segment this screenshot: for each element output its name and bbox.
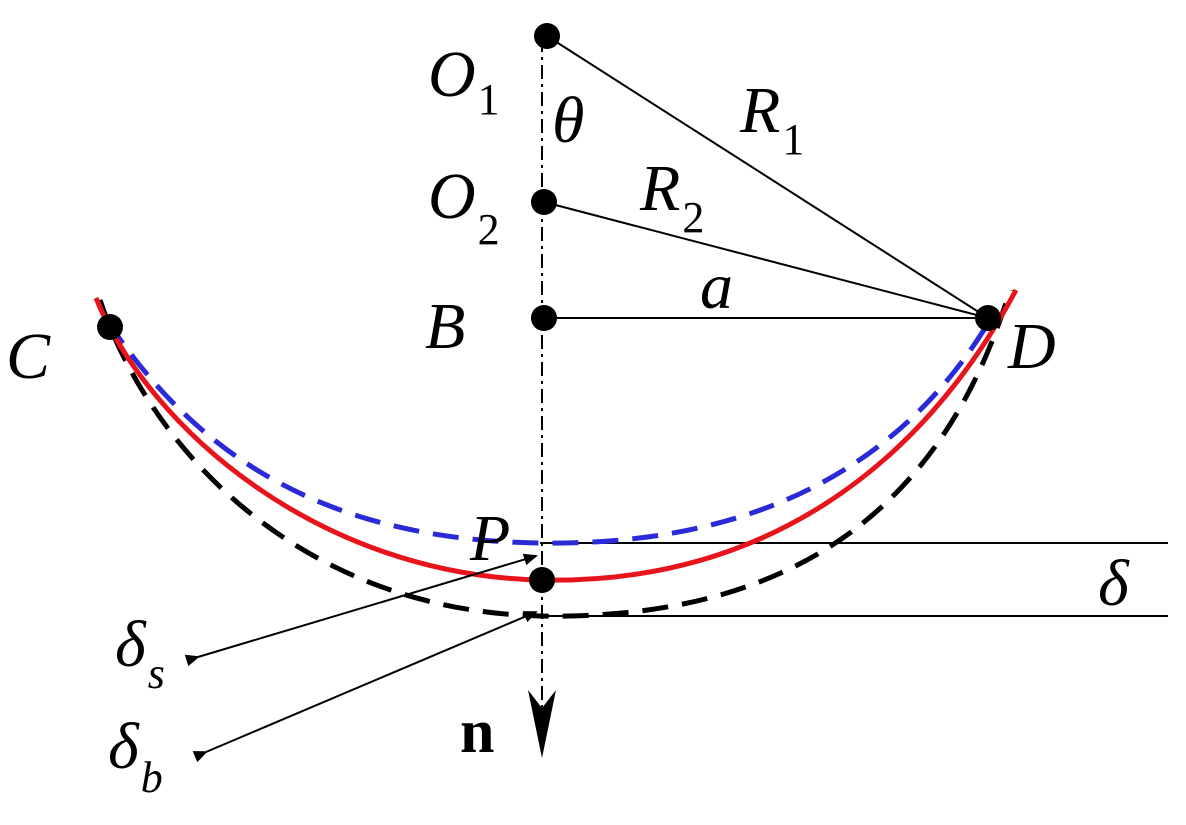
label-delta: δ xyxy=(1098,547,1130,620)
label-O1: O1 xyxy=(428,38,500,124)
point-P xyxy=(529,567,555,593)
label-D: D xyxy=(1007,310,1056,383)
line-O2-D xyxy=(543,201,989,319)
black-dashed-curve xyxy=(97,289,1013,619)
point-B xyxy=(531,305,557,331)
label-a: a xyxy=(700,250,733,323)
label-R2: R2 xyxy=(639,152,704,242)
label-delta-b: δb xyxy=(108,710,163,802)
label-delta-s: δs xyxy=(115,608,165,698)
point-C xyxy=(97,314,123,340)
label-theta: θ xyxy=(552,84,584,157)
label-n: n xyxy=(460,698,494,766)
point-O1 xyxy=(534,23,560,49)
red-solid-curve xyxy=(93,288,1019,583)
point-O2 xyxy=(531,189,557,215)
n-arrow-head xyxy=(528,690,556,758)
label-O2: O2 xyxy=(428,160,500,254)
label-B: B xyxy=(425,290,465,363)
delta-b-arrow xyxy=(192,611,538,763)
label-C: C xyxy=(6,320,51,393)
label-R1: R1 xyxy=(739,74,804,164)
blue-dashed-curve xyxy=(105,318,993,546)
line-O1-D xyxy=(546,35,989,319)
label-P: P xyxy=(469,502,510,575)
point-D xyxy=(975,305,1001,331)
